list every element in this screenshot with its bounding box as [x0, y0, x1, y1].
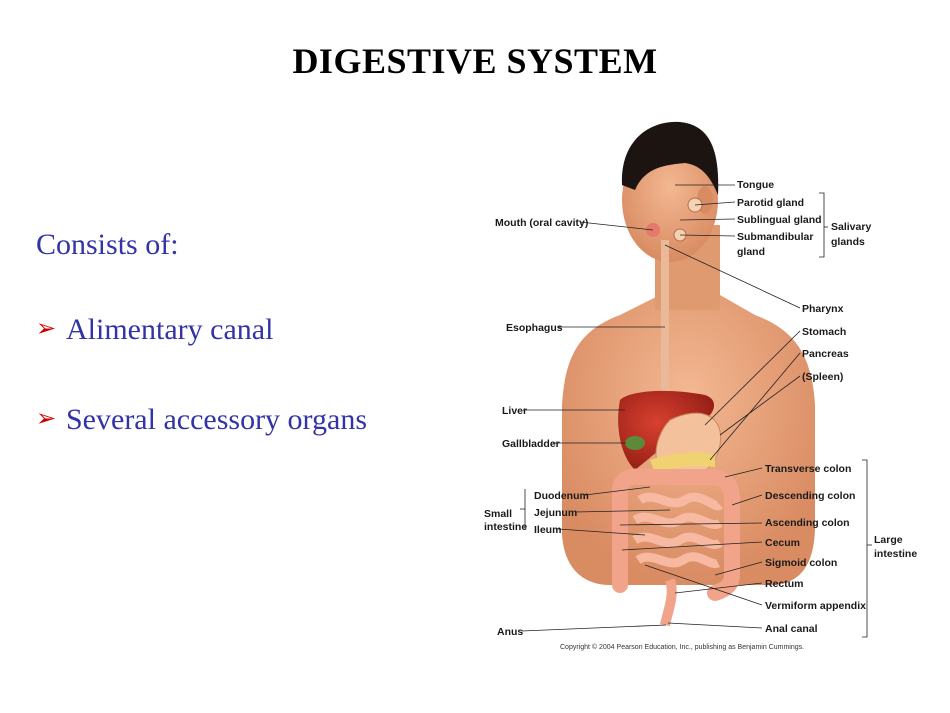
label-sublingual: Sublingual gland	[737, 214, 822, 226]
gallbladder	[625, 436, 645, 450]
rectum	[660, 578, 677, 627]
bullet-text: Several accessory organs	[66, 403, 367, 436]
slide-title: DIGESTIVE SYSTEM	[292, 41, 658, 81]
label-duodenum: Duodenum	[534, 490, 589, 502]
label-jejunum: Jejunum	[534, 507, 577, 519]
bullet-alimentary-canal: ➢ Alimentary canal	[36, 313, 273, 347]
label-large-intestine: Large	[874, 534, 903, 546]
label-rectum: Rectum	[765, 578, 804, 590]
label-salivary-2: glands	[831, 236, 865, 248]
intro-text: Consists of:	[36, 228, 179, 261]
bullet-text: Alimentary canal	[66, 313, 274, 346]
label-stomach: Stomach	[802, 326, 846, 338]
label-pancreas: Pancreas	[802, 348, 849, 360]
label-esophagus: Esophagus	[506, 322, 563, 334]
label-small-intestine: Small	[484, 508, 512, 520]
large-intestine	[612, 468, 740, 601]
label-submandibular-2: gland	[737, 246, 765, 258]
label-pharynx: Pharynx	[802, 303, 844, 315]
label-mouth: Mouth (oral cavity)	[495, 217, 588, 229]
arrow-bullet-icon: ➢	[36, 406, 57, 432]
label-ascending-colon: Ascending colon	[765, 517, 850, 529]
label-parotid: Parotid gland	[737, 197, 804, 209]
pancreas	[650, 452, 715, 473]
hair	[621, 121, 719, 195]
label-large-intestine-2: intestine	[874, 548, 917, 560]
bullet-accessory-organs: ➢ Several accessory organs	[36, 403, 367, 437]
label-transverse-colon: Transverse colon	[765, 463, 851, 475]
label-anus: Anus	[497, 626, 523, 638]
label-liver: Liver	[502, 405, 527, 417]
small-intestine	[632, 492, 724, 569]
label-sigmoid-colon: Sigmoid colon	[765, 557, 837, 569]
digestive-system-diagram: Mouth (oral cavity) Esophagus Liver Gall…	[470, 105, 950, 665]
copyright-text: Copyright © 2004 Pearson Education, Inc.…	[560, 643, 804, 651]
label-submandibular: Submandibular	[737, 231, 813, 243]
label-cecum: Cecum	[765, 537, 800, 549]
label-tongue: Tongue	[737, 179, 774, 191]
label-descending-colon: Descending colon	[765, 490, 855, 502]
label-ileum: Ileum	[534, 524, 561, 536]
label-small-intestine-2: intestine	[484, 521, 527, 533]
label-vermiform-appendix: Vermiform appendix	[765, 600, 866, 612]
label-anal-canal: Anal canal	[765, 623, 818, 635]
arrow-bullet-icon: ➢	[36, 316, 57, 342]
label-spleen: (Spleen)	[802, 371, 843, 383]
label-gallbladder: Gallbladder	[502, 438, 560, 450]
label-salivary: Salivary	[831, 221, 871, 233]
